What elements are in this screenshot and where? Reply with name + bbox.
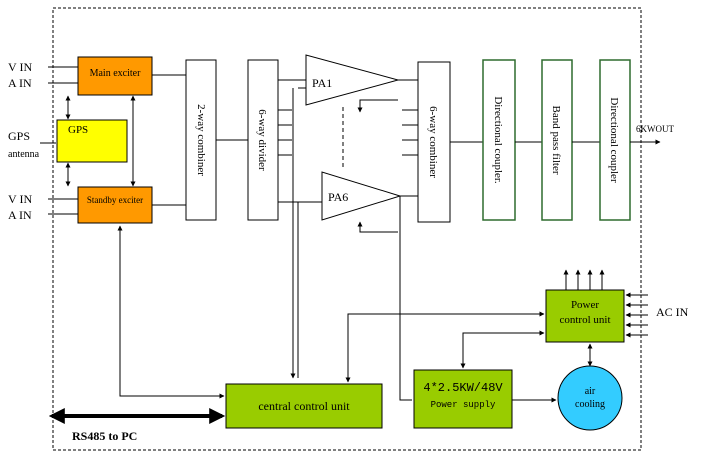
- two-way-combiner-label: 2-way combiner: [195, 104, 207, 176]
- air-cooling-label-1: air: [585, 386, 596, 397]
- power-control-unit-label-1: Power: [571, 299, 599, 311]
- air-cooling-label-2: cooling: [575, 399, 605, 410]
- standby-v-in-label: V IN: [8, 192, 32, 206]
- standby-exciter-block: [77, 186, 153, 224]
- central-control-unit-block: [225, 383, 383, 429]
- two-way-combiner-block: [185, 59, 217, 221]
- ac-in-label: AC IN: [656, 305, 689, 319]
- directional-coupler-2-label: Directional coupler: [608, 97, 620, 183]
- directional-coupler-1-label: Directional coupler.: [492, 96, 504, 184]
- power-supply-rating: 4*2.5KW/48V: [423, 381, 503, 395]
- power-supply-block: [413, 369, 513, 429]
- pa6-feedback: [357, 221, 398, 233]
- band-pass-filter-block: [541, 59, 573, 221]
- gps-block-label: GPS: [68, 124, 88, 136]
- gps-block: [56, 119, 128, 163]
- six-way-combiner-block: [417, 61, 451, 223]
- main-a-in-label: A IN: [8, 76, 32, 90]
- power-control-unit-block: [545, 289, 625, 343]
- main-exciter-block: [77, 56, 153, 96]
- psu-to-pcu-link: [460, 330, 545, 369]
- six-way-divider-block: [247, 59, 279, 221]
- pa1-label: PA1: [312, 76, 332, 90]
- directional-coupler-2-block: [599, 59, 631, 221]
- rf-output-label: 6KWOUT: [636, 124, 674, 134]
- power-control-unit-label-2: control unit: [559, 314, 610, 326]
- pa6-to-psu-line: [399, 196, 412, 401]
- pa6-amplifier: [321, 171, 402, 221]
- pa1-feedback: [357, 99, 398, 113]
- directional-coupler-1-block: [482, 59, 516, 221]
- band-pass-filter-label: Band pass filter: [550, 105, 562, 174]
- air-cooling-block: [557, 365, 623, 431]
- gps-antenna-sublabel: antenna: [8, 149, 40, 160]
- power-supply-label: Power supply: [431, 400, 496, 410]
- six-way-combiner-label: 6-way combiner: [427, 106, 439, 178]
- main-v-in-label: V IN: [8, 60, 32, 74]
- pa1-amplifier: [305, 54, 400, 106]
- six-way-divider-label: 6-way divider: [256, 109, 268, 171]
- standby-a-in-label: A IN: [8, 208, 32, 222]
- central-control-unit-label: central control unit: [258, 399, 350, 413]
- main-exciter-label: Main exciter: [90, 68, 141, 79]
- exciter-to-central-link: [117, 225, 225, 399]
- central-to-pcu-link: [345, 311, 545, 383]
- standby-exciter-label: Standby exciter: [87, 195, 143, 205]
- gps-antenna-label: GPS: [8, 129, 30, 143]
- rs485-label: RS485 to PC: [72, 429, 137, 443]
- pa6-label: PA6: [328, 190, 348, 204]
